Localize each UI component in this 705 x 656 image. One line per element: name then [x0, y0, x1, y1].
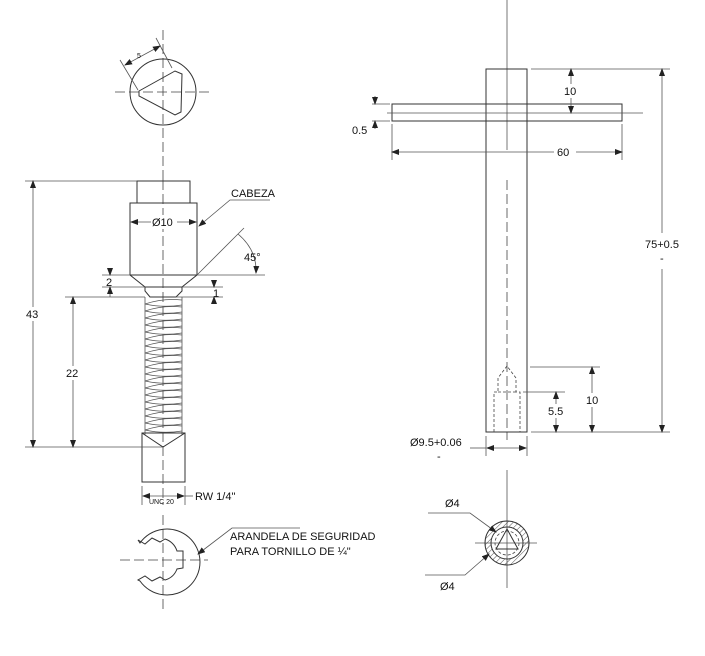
label-head: CABEZA	[231, 188, 276, 200]
thread-line	[144, 397, 183, 405]
dim-diameter: Ø9.5+0.06	[410, 437, 462, 449]
dim-diameter-tolerance: -	[437, 451, 441, 463]
thread-line	[144, 355, 183, 363]
washer-label-line1: ARANDELA DE SEGURIDAD	[230, 531, 376, 543]
washer-view: ARANDELA DE SEGURIDAD PARA TORNILLO DE ¼…	[120, 515, 376, 612]
thread-spec: UNC 20	[149, 499, 174, 506]
thread-line	[144, 341, 183, 349]
dim-inner-diameter-1: Ø4	[445, 498, 460, 510]
thread-line	[144, 404, 183, 412]
thread-line	[144, 376, 183, 384]
thread-line	[144, 306, 183, 314]
dim-chamfer-angle: 45°	[244, 252, 261, 264]
thread-line	[144, 320, 183, 328]
thread	[144, 299, 183, 433]
dim-top-offset: 10	[564, 86, 576, 98]
dim-inner-diameter-2: Ø4	[440, 581, 455, 593]
washer-label-line2: PARA TORNILLO DE ¼"	[230, 546, 351, 558]
dim-total-length-tolerance: -	[660, 253, 664, 265]
dim-bar-length: 60	[557, 147, 569, 159]
dim-neck-height: 1	[213, 288, 219, 300]
key-side-view: 0.5 10 60 75+0.5 - 10 5.5 Ø9.5+0.06 -	[352, 0, 686, 463]
dim-hole-counterbore: 5.5	[548, 406, 563, 418]
thread-line	[144, 369, 183, 377]
screw-top-view: 5	[115, 30, 212, 180]
thread-line	[144, 327, 183, 335]
thread-line	[144, 390, 183, 398]
top-view-dimension: 5	[137, 53, 141, 60]
screw-side-view: 43 22 Ø10 CABEZA 45° 2 1 UNC 20	[22, 180, 276, 506]
thread-line	[144, 362, 183, 370]
thread-line	[144, 411, 183, 419]
thread-size: RW 1/4"	[195, 491, 235, 503]
dim-total-length: 43	[26, 309, 38, 321]
thread-line	[144, 425, 183, 433]
thread-line	[144, 418, 183, 426]
thread-line	[144, 313, 183, 321]
thread-line	[144, 299, 183, 307]
dim-thread-length: 22	[66, 368, 78, 380]
thread-line	[144, 383, 183, 391]
dim-bar-thickness: 0.5	[352, 125, 367, 137]
key-end-view: Ø4 Ø4	[425, 470, 537, 593]
dim-total-length: 75+0.5	[645, 239, 679, 251]
dim-hole-depth: 10	[586, 395, 598, 407]
dim-chamfer-height: 2	[106, 277, 112, 289]
thread-line	[144, 348, 183, 356]
dim-head-diameter: Ø10	[152, 217, 173, 229]
thread-line	[144, 334, 183, 342]
